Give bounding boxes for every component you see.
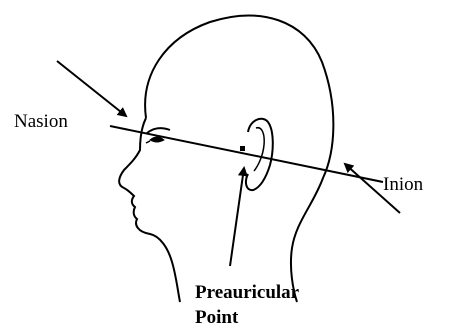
inion-label: Inion <box>383 174 423 196</box>
nasion-label: Nasion <box>14 111 68 133</box>
nasion-arrow <box>57 61 126 116</box>
eyelash <box>146 141 150 143</box>
ear-inner <box>254 128 264 171</box>
preauricular-label-line1: Preauricular <box>195 280 299 305</box>
preauricular-point-marker <box>240 146 245 151</box>
preauricular-label-line2: Point <box>195 305 299 330</box>
nasion-inion-line <box>110 126 383 182</box>
preauricular-arrow <box>230 168 244 266</box>
face-profile <box>119 118 180 302</box>
head-outline <box>145 16 333 302</box>
preauricular-point-label: Preauricular Point <box>195 280 299 330</box>
eye <box>150 137 164 142</box>
eyebrow <box>147 128 170 133</box>
